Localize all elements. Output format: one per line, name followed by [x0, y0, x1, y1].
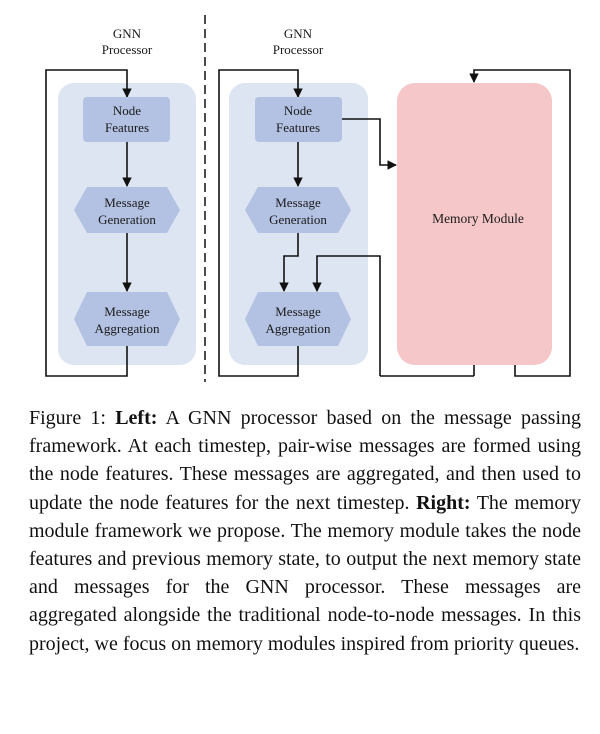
right-message-generation-line1: Message: [275, 195, 321, 210]
left-header-line1: GNN: [113, 26, 142, 41]
right-arrow-generation-to-aggregation: [279, 233, 299, 292]
arrow-memory-to-aggregation: [312, 255, 381, 365]
right-node-features-line1: Node: [284, 103, 312, 118]
left-node-features-line1: Node: [113, 103, 141, 118]
arrow-features-to-memory: [342, 118, 397, 170]
left-message-aggregation-line1: Message: [104, 304, 150, 319]
caption-left-text: A GNN processor based on the message pas…: [29, 407, 581, 514]
right-node-features-box: [255, 97, 342, 142]
right-message-aggregation-line1: Message: [275, 304, 321, 319]
left-node-features-line2: Features: [105, 120, 149, 135]
figure-caption: Figure 1: Left: A GNN processor based on…: [29, 404, 581, 658]
memory-module-label: Memory Module: [432, 211, 524, 226]
caption-figure-label: Figure 1:: [29, 407, 106, 429]
left-message-generation-line2: Generation: [98, 212, 156, 227]
memory-module-box: [397, 83, 552, 365]
right-header-line1: GNN: [284, 26, 313, 41]
left-message-generation-line1: Message: [104, 195, 150, 210]
left-node-features-box: [83, 97, 170, 142]
right-header-line2: Processor: [273, 42, 324, 57]
right-message-generation-line2: Generation: [269, 212, 327, 227]
left-loop-line: [45, 69, 132, 377]
left-header-line2: Processor: [102, 42, 153, 57]
right-message-generation-hex: [245, 187, 351, 233]
right-gnn-processor: GNN Processor Node Features Message Gene…: [218, 26, 571, 377]
left-message-generation-hex: [74, 187, 180, 233]
left-gnn-processor: GNN Processor Node Features Message Gene…: [45, 26, 196, 377]
caption-right-text: The memory module framework we propose. …: [29, 491, 581, 655]
right-message-aggregation-hex: [245, 292, 351, 346]
right-node-features-line2: Features: [276, 120, 320, 135]
memory-state-loop-line: [469, 69, 571, 377]
figure-diagram: GNN Processor Node Features Message Gene…: [45, 15, 571, 382]
caption-right-label: Right:: [416, 491, 471, 514]
right-message-aggregation-line2: Aggregation: [266, 321, 331, 336]
caption-left-label: Left:: [115, 407, 158, 429]
left-message-aggregation-hex: [74, 292, 180, 346]
left-message-aggregation-line2: Aggregation: [95, 321, 160, 336]
right-loop-line: [218, 69, 303, 377]
